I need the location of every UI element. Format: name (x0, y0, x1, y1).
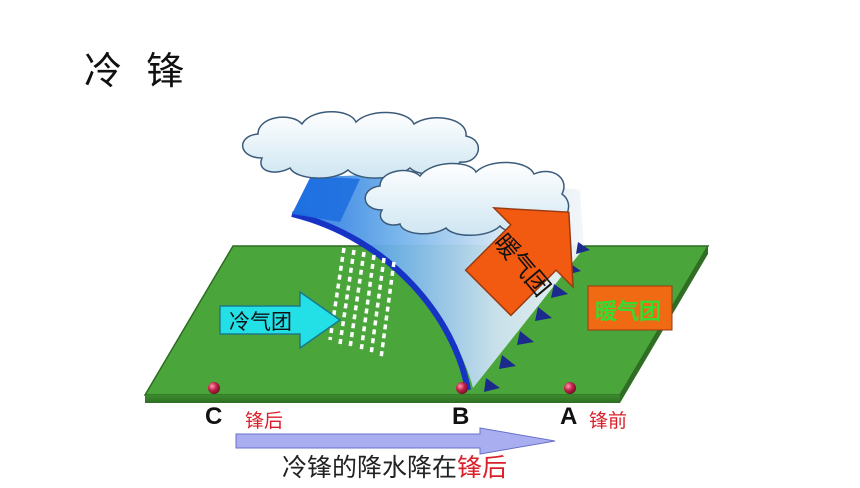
point-b-label: B (452, 403, 470, 430)
cold-air-arrow (219, 290, 342, 350)
page-title: 冷 锋 (84, 49, 191, 93)
point-c-label: C (205, 403, 223, 430)
warm-air-box (587, 285, 673, 331)
caption-text: 冷锋的降水降在 (282, 453, 458, 482)
warm-air-box-label: 暖气团 (595, 300, 662, 325)
point-c-note: 锋后 (245, 410, 284, 432)
point-a-note: 锋前 (589, 410, 628, 432)
direction-arrow (235, 427, 556, 455)
point-b-marker (456, 382, 468, 394)
rain-streaks (328, 247, 396, 359)
point-a-label: A (560, 403, 578, 430)
point-c-marker (208, 382, 220, 394)
cold-air-label: 冷气团 (229, 310, 292, 334)
warm-air-arrow (464, 207, 574, 317)
point-a-marker (564, 382, 576, 394)
upper-cloud (241, 111, 480, 179)
caption: 冷锋的降水降在锋后 (282, 448, 507, 484)
caption-highlight: 锋后 (457, 453, 508, 482)
cold-front-line (291, 211, 471, 391)
